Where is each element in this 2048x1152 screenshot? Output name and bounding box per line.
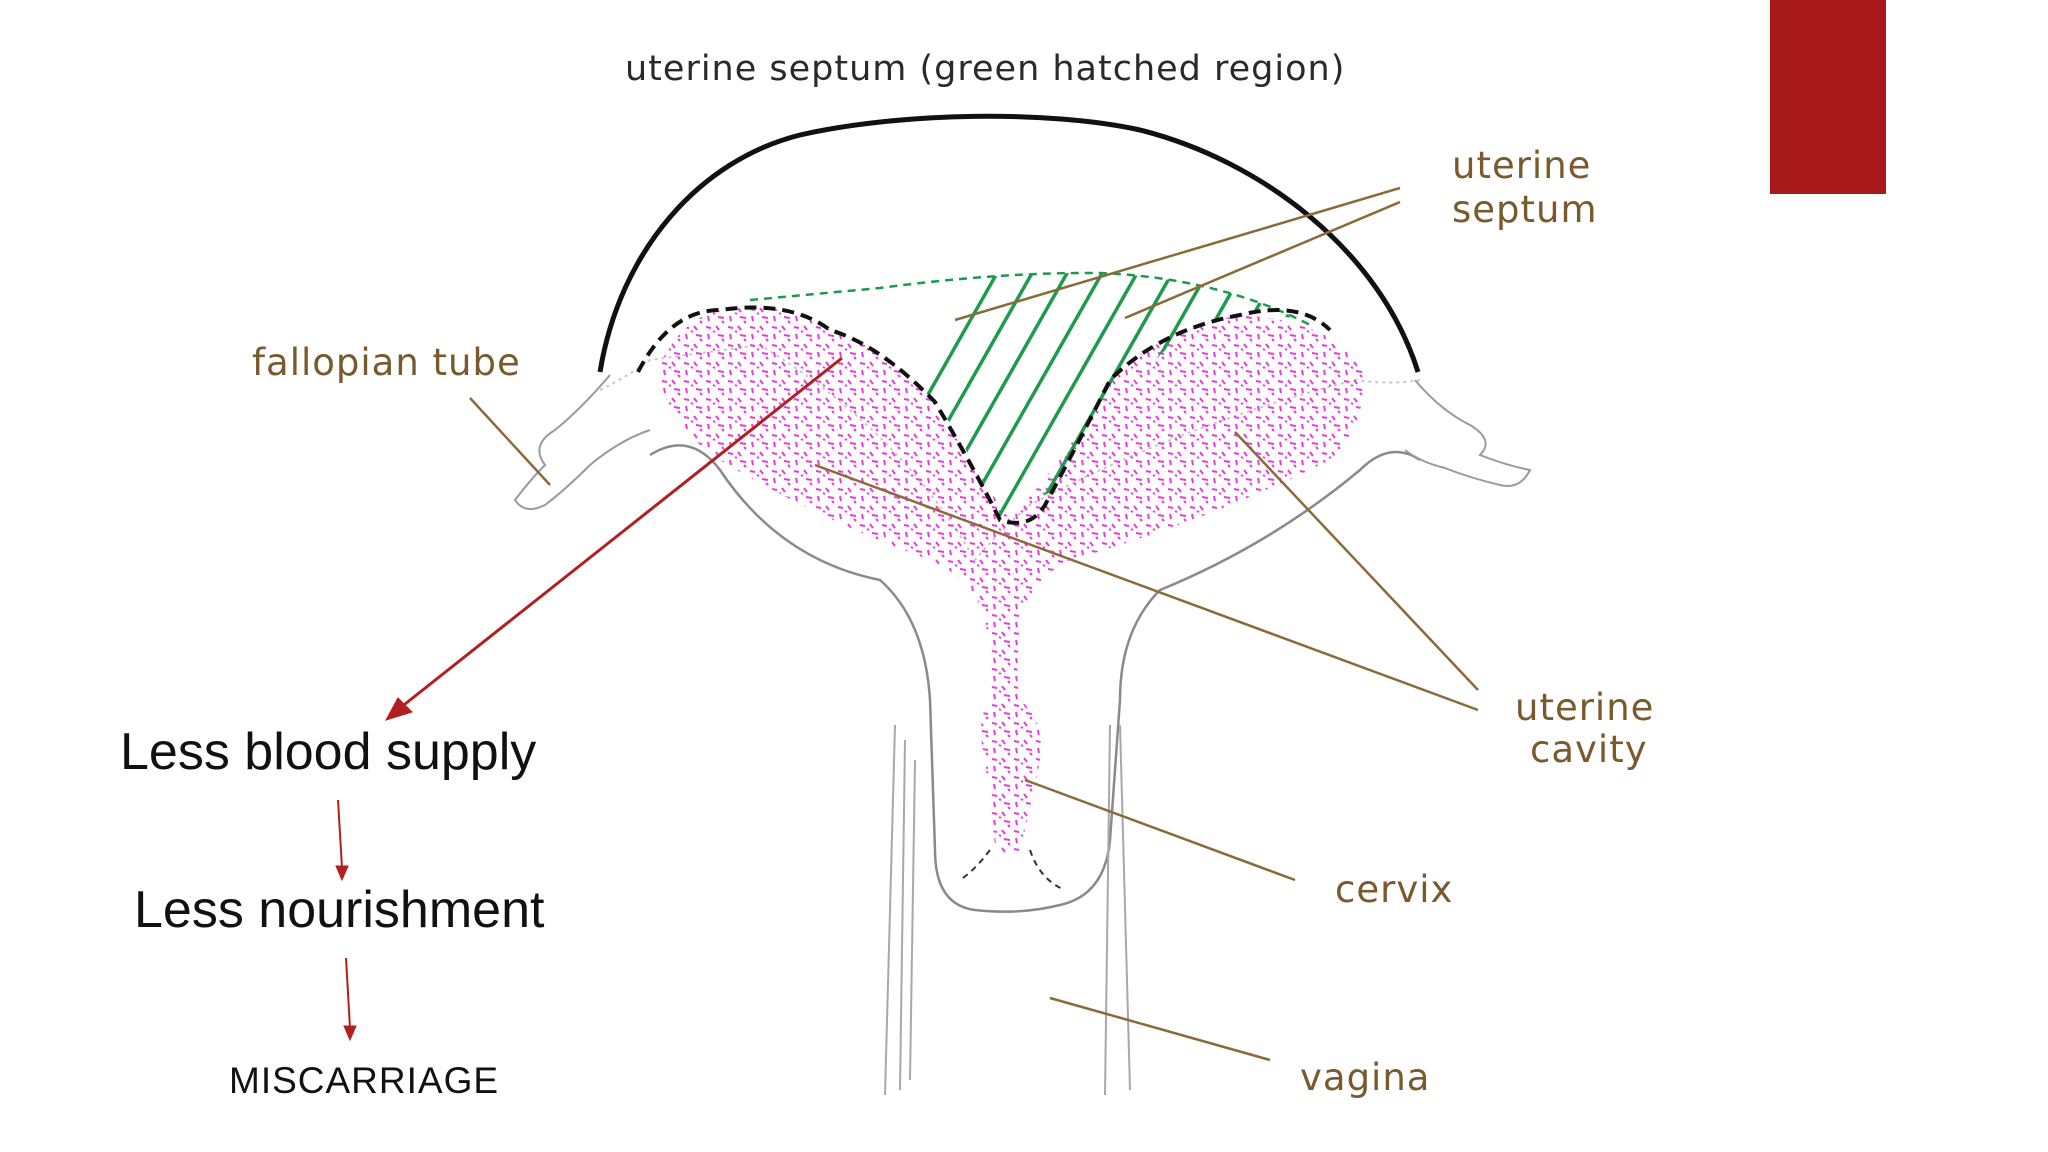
arrow-step1-to-step2 — [337, 799, 343, 869]
leader-septum-2 — [1124, 200, 1401, 320]
flow-step-less-blood-supply: Less blood supply — [120, 723, 537, 781]
label-uterine-septum-line1: uterine — [1452, 144, 1591, 187]
label-uterine-cavity-line2: cavity — [1530, 728, 1648, 771]
leader-cervix — [1024, 778, 1296, 882]
septum-upper-boundary — [749, 271, 1311, 327]
cervix-canal — [959, 849, 1066, 891]
vagina-right-wall — [1104, 724, 1131, 1096]
label-cervix: cervix — [1335, 868, 1453, 911]
uterine-cavity — [660, 307, 1364, 854]
label-uterine-cavity-line1: uterine — [1515, 686, 1654, 729]
label-vagina: vagina — [1300, 1056, 1430, 1099]
vagina-left-wall — [884, 724, 916, 1096]
arrowhead-step2-to-step3 — [343, 1025, 357, 1042]
uterus-fundus-outline — [597, 113, 1421, 373]
label-fallopian-tube: fallopian tube — [252, 341, 521, 384]
flow-step-less-nourishment: Less nourishment — [134, 881, 545, 939]
accent-block — [1770, 0, 1886, 194]
leader-fallopian — [469, 397, 551, 486]
arrow-step2-to-step3 — [345, 957, 351, 1029]
flow-step-miscarriage: MISCARRIAGE — [229, 1060, 500, 1101]
fallopian-tube-left — [513, 374, 651, 510]
diagram-title: uterine septum (green hatched region) — [625, 49, 1345, 89]
leader-cavity-2 — [1234, 431, 1479, 691]
arrow-septum-to-flow — [399, 356, 843, 710]
leader-vagina — [1049, 996, 1271, 1062]
cavity-dashed-boundary — [636, 305, 1332, 525]
arrowhead-step1-to-step2 — [335, 865, 349, 882]
uterus-body-outline — [649, 444, 1421, 913]
leader-septum-1 — [954, 186, 1401, 322]
fallopian-tube-right — [1404, 379, 1532, 487]
arrowhead-septum-to-flow — [384, 697, 413, 721]
label-uterine-septum-line2: septum — [1452, 188, 1598, 231]
leader-cavity-1 — [814, 463, 1479, 712]
